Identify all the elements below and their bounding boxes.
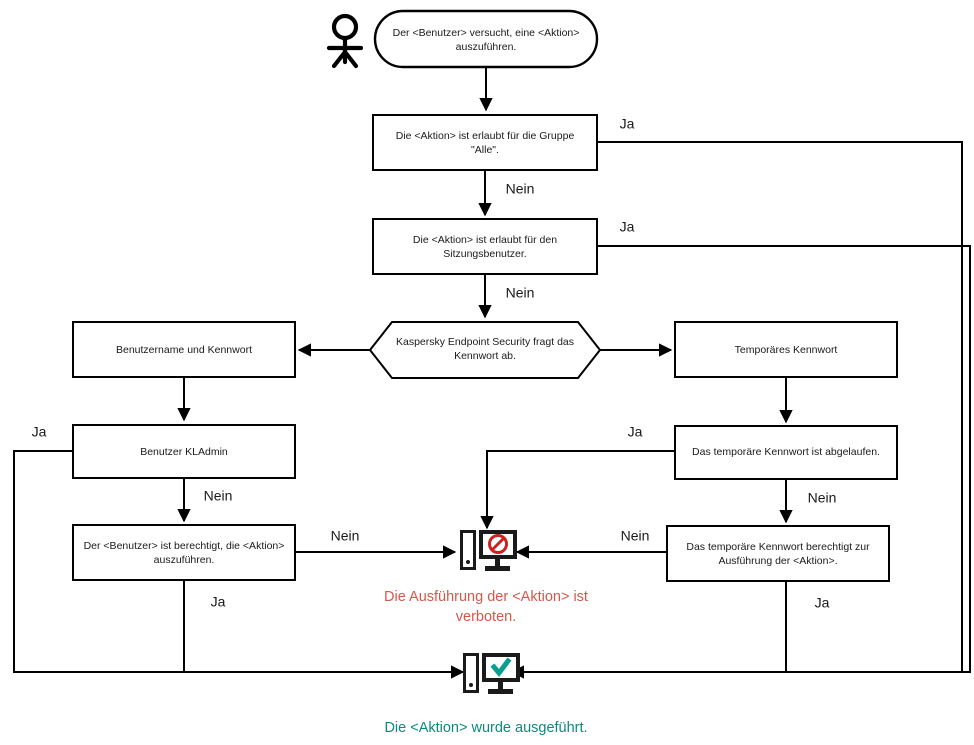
edge-label-group-all-no: Nein (506, 181, 535, 197)
node-group-all-line1: Die <Aktion> ist erlaubt für die Gruppe (396, 130, 575, 142)
node-user-is-entitled: Der <Benutzer> ist berechtigt, die <Akti… (72, 524, 296, 581)
node-group-all-line2: "Alle". (471, 144, 499, 156)
node-user-is-entitled-line1: Der <Benutzer> ist berechtigt, die <Akti… (84, 540, 285, 552)
edge-label-session-user-no: Nein (506, 285, 535, 301)
edge-label-session-user-yes: Ja (620, 219, 635, 235)
edge-label-entitled-no: Nein (331, 528, 360, 544)
edge-label-temp-entitles-yes: Ja (815, 595, 830, 611)
node-password-prompt-line2: Kennwort ab. (454, 350, 516, 362)
computer-denied-icon (460, 530, 517, 571)
node-password-prompt: Kaspersky Endpoint Security fragt das Ke… (368, 321, 602, 379)
allowed-caption-line1: Die <Aktion> wurde ausgeführt. (384, 720, 587, 736)
denied-caption-line2: verboten. (456, 609, 516, 625)
edge-label-group-all-yes: Ja (620, 116, 635, 132)
edge-temp-expired-yes (480, 450, 675, 530)
node-temp-password-entitles: Das temporäre Kennwort berechtigt zur Au… (666, 525, 890, 582)
node-user-kladmin: Benutzer KLAdmin (72, 424, 296, 479)
edge-label-entitled-yes: Ja (211, 594, 226, 610)
node-temp-password-expired: Das temporäre Kennwort ist abgelaufen. (674, 425, 898, 480)
node-start-line2: auszuführen. (456, 41, 517, 53)
edge-label-temp-expired-yes: Ja (628, 424, 643, 440)
node-session-user-line2: Sitzungsbenutzer. (443, 248, 526, 260)
user-actor-icon (326, 13, 364, 69)
computer-allowed-icon (463, 653, 520, 694)
edge-label-kladmin-yes: Ja (32, 424, 47, 440)
node-user-is-entitled-line2: auszuführen. (154, 554, 215, 566)
node-username-password: Benutzername und Kennwort (72, 321, 296, 378)
node-temporary-password-label: Temporäres Kennwort (735, 344, 838, 356)
node-temporary-password: Temporäres Kennwort (674, 321, 898, 378)
node-password-prompt-line1: Kaspersky Endpoint Security fragt das (396, 336, 574, 348)
denied-caption-line1: Die Ausführung der <Aktion> ist (384, 589, 588, 605)
edge-label-temp-entitles-no: Nein (621, 528, 650, 544)
edge-label-kladmin-no: Nein (204, 488, 233, 504)
node-allowed-group-all: Die <Aktion> ist erlaubt für die Gruppe … (372, 114, 598, 171)
node-session-user-line1: Die <Aktion> ist erlaubt für den (413, 234, 557, 246)
node-temp-password-expired-label: Das temporäre Kennwort ist abgelaufen. (692, 446, 880, 458)
node-allowed-session-user: Die <Aktion> ist erlaubt für den Sitzung… (372, 218, 598, 275)
node-user-kladmin-label: Benutzer KLAdmin (140, 446, 228, 458)
node-start: Der <Benutzer> versucht, eine <Aktion> a… (373, 9, 599, 69)
node-username-password-label: Benutzername und Kennwort (116, 344, 252, 356)
node-temp-entitles-line2: Ausführung der <Aktion>. (718, 555, 837, 567)
edge-label-temp-expired-no: Nein (808, 490, 837, 506)
node-start-line1: Der <Benutzer> versucht, eine <Aktion> (393, 27, 580, 39)
edge-group-all-yes (597, 141, 963, 673)
node-temp-entitles-line1: Das temporäre Kennwort berechtigt zur (686, 541, 870, 553)
